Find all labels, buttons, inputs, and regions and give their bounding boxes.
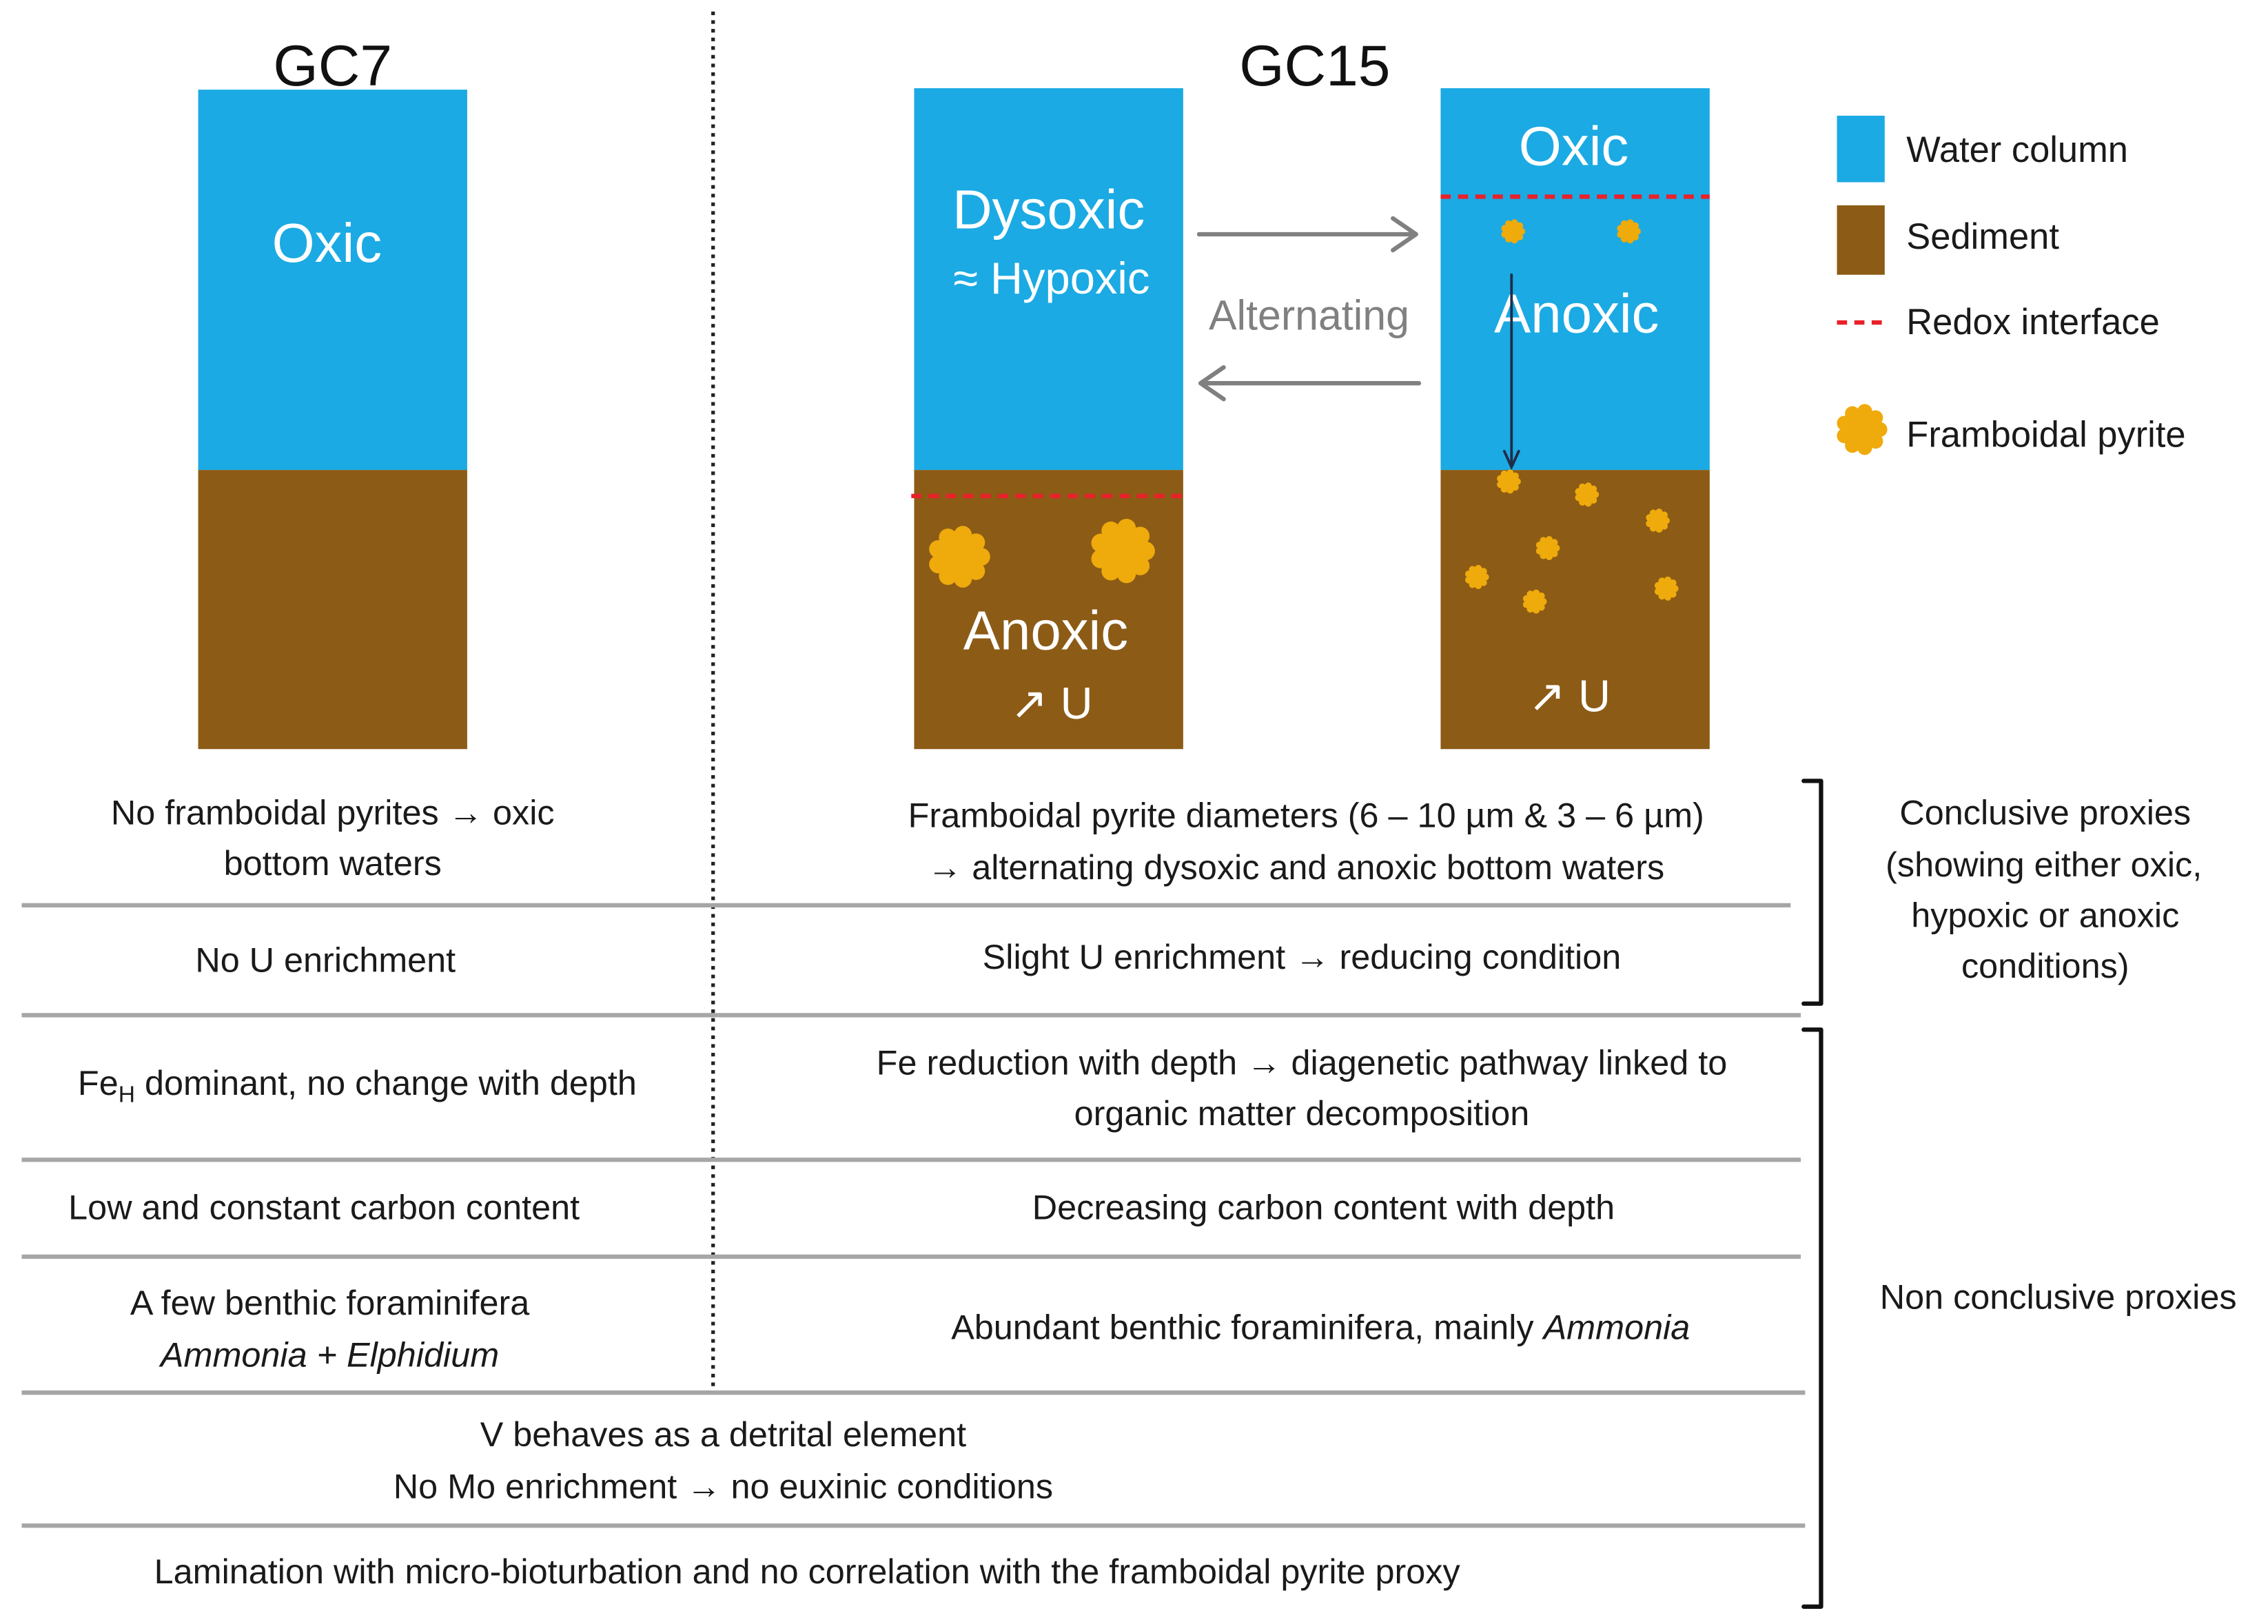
legend-water-column-label: Water column bbox=[1906, 130, 2128, 170]
gc15-dysoxic-column: Dysoxic ≈ Hypoxic Anoxic ↗ U bbox=[911, 88, 1183, 750]
brown-square-icon bbox=[1837, 205, 1885, 275]
gc7-framboid-proxy-line-1: No framboidal pyrites → oxic bbox=[111, 792, 555, 832]
gc15-oxic-water-column bbox=[1440, 88, 1710, 471]
arrow-right-icon bbox=[1196, 216, 1418, 253]
genus-ammonia: Ammonia bbox=[159, 1335, 307, 1374]
conclusive-proxies-label-line-3: hypoxic or anoxic bbox=[1911, 895, 2179, 934]
gc15-framboid-proxy-line-2: → alternating dysoxic and anoxic bottom … bbox=[928, 847, 1664, 887]
gc15-framboid-proxy-line-1: Framboidal pyrite diameters (6 – 10 µm &… bbox=[908, 796, 1704, 835]
gc7-uranium-proxy: No U enrichment bbox=[195, 940, 456, 979]
gc15-foraminifera-proxy: Abundant benthic foraminifera, mainly Am… bbox=[951, 1308, 1690, 1347]
arrow-left-icon bbox=[1198, 364, 1422, 402]
genus-ammonia: Ammonia bbox=[1542, 1308, 1690, 1347]
gc15-carbon-proxy: Decreasing carbon content with depth bbox=[1032, 1187, 1615, 1226]
iron-element: Fe bbox=[78, 1063, 119, 1102]
gc15-oxic-water-label: Oxic bbox=[1519, 115, 1628, 176]
gc7-panel: GC7 Oxic bbox=[198, 33, 467, 750]
foraminifera-text: Abundant benthic foraminifera, mainly bbox=[951, 1308, 1543, 1347]
gc7-water-label: Oxic bbox=[272, 212, 382, 274]
gc15-oxic-column: Oxic Anoxic ↗ U bbox=[1440, 88, 1710, 750]
legend-redox-interface-label: Redox interface bbox=[1906, 302, 2160, 342]
gc7-foraminifera-proxy-line-1: A few benthic foraminifera bbox=[130, 1283, 529, 1322]
conclusive-bracket bbox=[1801, 779, 1823, 1006]
gc15-oxic-lower-water-label: Anoxic bbox=[1494, 283, 1659, 345]
proxy-table: No framboidal pyrites → oxic bottom wate… bbox=[21, 792, 1806, 1591]
conclusive-proxies-label-line-4: conditions) bbox=[1961, 946, 2129, 985]
gc7-framboid-proxy-line-2: bottom waters bbox=[224, 843, 442, 883]
gc15-dysoxic-water-label: Dysoxic bbox=[952, 179, 1145, 240]
gc7-carbon-proxy: Low and constant carbon content bbox=[68, 1187, 580, 1226]
gc7-iron-proxy: FeH dominant, no change with depth bbox=[78, 1063, 637, 1107]
gc15-title: GC15 bbox=[1239, 33, 1390, 98]
gc15-oxic-sediment-sublabel: ↗ U bbox=[1528, 671, 1611, 721]
settling-arrow-icon bbox=[1502, 273, 1520, 471]
gc15-panel: GC15 Dysoxic ≈ Hypoxic Anoxic ↗ U Altern… bbox=[911, 33, 1710, 750]
conclusive-proxies-label-line-2: (showing either oxic, bbox=[1886, 845, 2202, 884]
legend-sediment-label: Sediment bbox=[1906, 217, 2059, 257]
gc15-dysoxic-sediment bbox=[914, 470, 1183, 750]
molybdenum-proxy: No Mo enrichment → no euxinic conditions bbox=[394, 1466, 1053, 1505]
blue-square-icon bbox=[1837, 115, 1885, 183]
gc15-dysoxic-water-sublabel: ≈ Hypoxic bbox=[953, 253, 1150, 303]
alternating-label: Alternating bbox=[1209, 292, 1409, 339]
lamination-proxy: Lamination with micro-bioturbation and n… bbox=[154, 1552, 1461, 1591]
gc15-dysoxic-sediment-label: Anoxic bbox=[963, 599, 1128, 661]
gc7-water-column bbox=[198, 90, 467, 471]
conclusive-proxies-label-line-1: Conclusive proxies bbox=[1899, 792, 2191, 832]
vanadium-proxy: V behaves as a detrital element bbox=[480, 1415, 966, 1454]
gc7-title: GC7 bbox=[273, 33, 392, 98]
proxy-group-brackets bbox=[1801, 779, 1823, 1609]
gc15-dysoxic-water-column bbox=[914, 88, 1183, 471]
iron-proxy-text: dominant, no change with depth bbox=[135, 1063, 637, 1102]
iron-subscript: H bbox=[119, 1082, 135, 1107]
yellow-framboid-icon bbox=[1837, 404, 1888, 455]
row-dividers bbox=[21, 903, 1806, 1528]
gc7-foraminifera-proxy-line-2: Ammonia + Elphidium bbox=[159, 1335, 499, 1374]
legend-framboidal-pyrite-label: Framboidal pyrite bbox=[1906, 415, 2185, 455]
gc7-sediment bbox=[198, 470, 467, 750]
genus-joiner: + bbox=[307, 1335, 347, 1374]
non-conclusive-proxies-label: Non conclusive proxies bbox=[1880, 1277, 2237, 1316]
non-conclusive-bracket bbox=[1801, 1027, 1823, 1609]
gc15-iron-proxy-line-2: organic matter decomposition bbox=[1074, 1093, 1530, 1133]
genus-elphidium: Elphidium bbox=[347, 1335, 499, 1374]
legend: Water column Sediment Redox interface Fr… bbox=[1837, 115, 2186, 455]
alternating-arrows bbox=[1196, 216, 1422, 402]
gc15-dysoxic-sediment-sublabel: ↗ U bbox=[1010, 678, 1093, 728]
gc15-uranium-proxy: Slight U enrichment → reducing condition bbox=[983, 937, 1622, 976]
gc15-iron-proxy-line-1: Fe reduction with depth → diagenetic pat… bbox=[877, 1042, 1728, 1082]
